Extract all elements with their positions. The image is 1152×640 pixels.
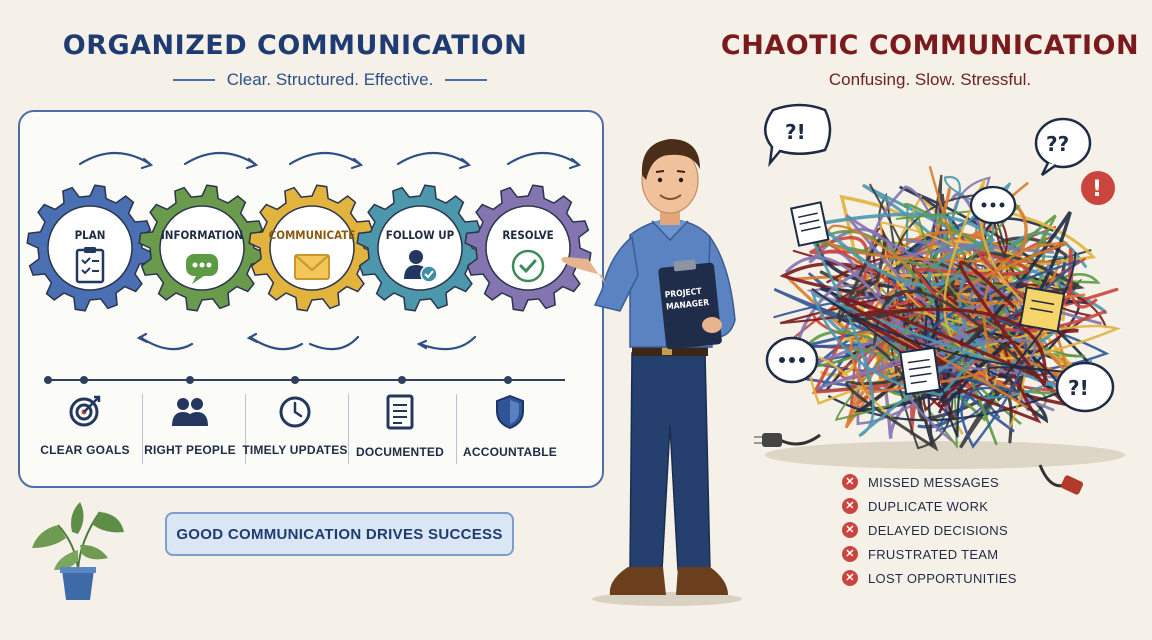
- organized-subtitle: Clear. Structured. Effective.: [150, 70, 510, 90]
- chaotic-subtitle: Confusing. Slow. Stressful.: [828, 70, 1032, 89]
- flow-arrows: [44, 152, 582, 384]
- bubble-text: ?!: [1068, 376, 1089, 400]
- wire: [785, 214, 1102, 413]
- problems-list: ✕ MISSED MESSAGES ✕ DUPLICATE WORK ✕ DELAYE…: [842, 470, 1042, 590]
- organized-title: ORGANIZED COMMUNICATION: [62, 30, 528, 61]
- gear-icon: [248, 184, 376, 312]
- target-icon: [69, 395, 101, 427]
- check-circle-icon: [511, 249, 545, 283]
- clipboard-line1: PROJECT: [664, 287, 703, 301]
- gear-label: COMMUNICATE: [268, 228, 356, 242]
- benefit-documented: DOCUMENTED: [345, 394, 455, 459]
- paper-document-icon: [899, 346, 942, 396]
- bubble-text: ??: [1046, 132, 1069, 156]
- gear-step-follow-up: FOLLOW UP: [356, 184, 484, 312]
- speech-bubble-dots: [969, 185, 1017, 225]
- document-icon: [386, 394, 414, 430]
- benefit-label: RIGHT PEOPLE: [144, 443, 236, 457]
- people-icon: [172, 398, 208, 426]
- project-manager-figure: PROJECT MANAGER: [561, 139, 742, 606]
- chat-bubble-icon: [186, 254, 218, 284]
- wire: [810, 241, 1013, 438]
- gear-icon: [464, 184, 592, 312]
- wire: [827, 312, 1067, 446]
- clipboard-checklist-icon: [75, 247, 105, 284]
- gear-icon: [138, 184, 266, 312]
- problem-label: LOST OPPORTUNITIES: [868, 570, 1017, 586]
- subtitle-rule-left: [172, 79, 215, 81]
- gear-icon: [356, 184, 484, 312]
- benefit-label: DOCUMENTED: [356, 445, 444, 459]
- problem-label: DUPLICATE WORK: [868, 498, 989, 514]
- benefit-timely-updates: TIMELY UPDATES: [240, 394, 350, 457]
- gear-step-information: INFORMATION: [138, 184, 266, 312]
- gear-label: INFORMATION: [160, 228, 244, 242]
- x-circle-icon: ✕: [842, 546, 858, 562]
- x-circle-icon: ✕: [842, 522, 858, 538]
- speech-bubble-question-bottom: ?!: [1055, 361, 1115, 413]
- benefit-divider: [348, 394, 349, 464]
- speech-bubble-dots-left: [765, 336, 819, 384]
- list-item: ✕ LOST OPPORTUNITIES: [842, 566, 1042, 590]
- alert-icon: !: [1092, 177, 1102, 202]
- gear-step-communicate: COMMUNICATE: [248, 184, 376, 312]
- plug-icon-right: [1038, 464, 1084, 495]
- benefit-divider: [142, 394, 143, 464]
- problem-label: FRUSTRATED TEAM: [868, 546, 999, 562]
- benefit-right-people: RIGHT PEOPLE: [135, 394, 245, 457]
- x-circle-icon: ✕: [842, 474, 858, 490]
- benefit-label: ACCOUNTABLE: [463, 445, 557, 459]
- benefit-divider: [245, 394, 246, 464]
- benefit-divider: [456, 394, 457, 464]
- sticky-note-icon: [1018, 286, 1066, 333]
- chaotic-title: CHAOTIC COMMUNICATION: [720, 30, 1140, 61]
- subtitle-rule-right: [445, 79, 488, 81]
- gear-label: PLAN: [74, 228, 106, 242]
- plug-icon-left: [754, 433, 821, 447]
- clock-icon: [279, 396, 311, 428]
- plant-icon: [32, 502, 124, 600]
- gear-step-plan: PLAN: [26, 184, 154, 312]
- gear-label: FOLLOW UP: [385, 228, 455, 242]
- gear-label: RESOLVE: [502, 228, 554, 242]
- process-panel: PLAN INFORMATION COMMUNICATE FOLLOW UP R…: [18, 110, 604, 488]
- benefit-accountable: ACCOUNTABLE: [455, 394, 565, 459]
- bubble-text: ?!: [785, 120, 806, 144]
- user-check-icon: [404, 250, 438, 283]
- paper-note-icon: [789, 201, 830, 247]
- list-item: ✕ MISSED MESSAGES: [842, 470, 1042, 494]
- benefit-clear-goals: CLEAR GOALS: [30, 394, 140, 457]
- list-item: ✕ DUPLICATE WORK: [842, 494, 1042, 518]
- list-item: ✕ FRUSTRATED TEAM: [842, 542, 1042, 566]
- speech-bubble-question: ?!: [764, 103, 832, 168]
- alert-badge: !: [1081, 171, 1115, 205]
- benefit-label: CLEAR GOALS: [40, 443, 130, 457]
- envelope-icon: [294, 254, 330, 280]
- organized-subtitle-text: Clear. Structured. Effective.: [226, 70, 434, 89]
- success-banner: GOOD COMMUNICATION DRIVES SUCCESS: [165, 512, 514, 556]
- problem-label: DELAYED DECISIONS: [868, 522, 1008, 538]
- x-circle-icon: ✕: [842, 570, 858, 586]
- gear-icon: [26, 184, 154, 312]
- problem-label: MISSED MESSAGES: [868, 474, 999, 490]
- speech-bubble-double-question: ??: [1034, 117, 1092, 177]
- clipboard-line2: MANAGER: [666, 298, 710, 312]
- benefit-label: TIMELY UPDATES: [242, 443, 348, 457]
- x-circle-icon: ✕: [842, 498, 858, 514]
- tangled-wires: ?! ?? ! ?!: [754, 103, 1125, 495]
- list-item: ✕ DELAYED DECISIONS: [842, 518, 1042, 542]
- wire: [845, 289, 1039, 452]
- shield-icon: [496, 394, 524, 430]
- gear-step-resolve: RESOLVE: [464, 184, 592, 312]
